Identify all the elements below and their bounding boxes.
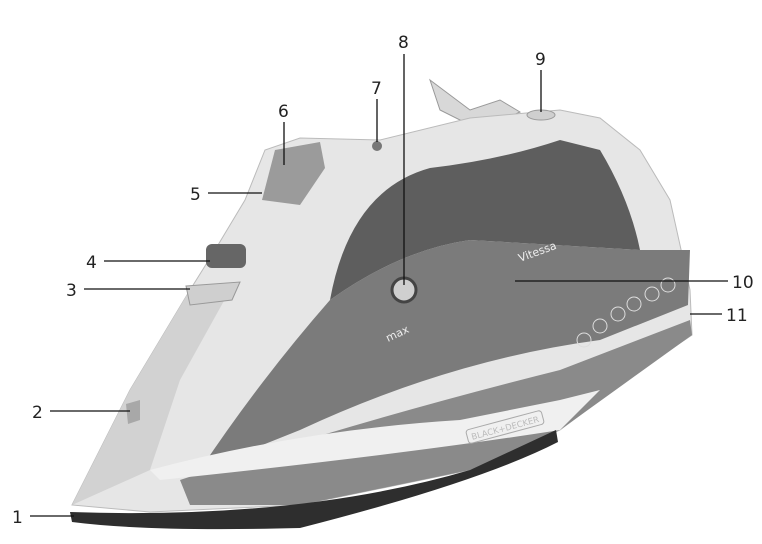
steam-dial xyxy=(206,244,246,268)
callout-numbers: 1 2 3 4 5 6 7 8 9 10 11 xyxy=(12,33,754,528)
burst-button xyxy=(372,141,382,151)
nose-shell xyxy=(72,290,230,505)
callout-1: 1 xyxy=(12,508,23,528)
setting-icons xyxy=(576,277,676,348)
callout-4: 4 xyxy=(86,253,97,273)
spray-button xyxy=(262,142,325,205)
callout-2: 2 xyxy=(32,403,43,423)
iron-illustration: Vitessa max BLACK+DECKER xyxy=(70,78,693,530)
brand-logo-frame xyxy=(465,410,545,444)
callout-11: 11 xyxy=(726,306,748,326)
callout-lines xyxy=(30,54,728,517)
soleplate xyxy=(70,430,558,530)
white-band xyxy=(150,390,600,480)
callout-8: 8 xyxy=(398,33,409,53)
callout-10: 10 xyxy=(732,273,754,293)
callout-5: 5 xyxy=(190,185,201,205)
callout-6: 6 xyxy=(278,102,289,122)
handle-cavity xyxy=(330,140,640,300)
water-fill-cover xyxy=(185,281,241,306)
water-tank-panel xyxy=(200,240,690,470)
spray-nozzle xyxy=(126,400,140,424)
callout-7: 7 xyxy=(371,79,382,99)
callout-9: 9 xyxy=(535,50,546,70)
callout-3: 3 xyxy=(66,281,77,301)
